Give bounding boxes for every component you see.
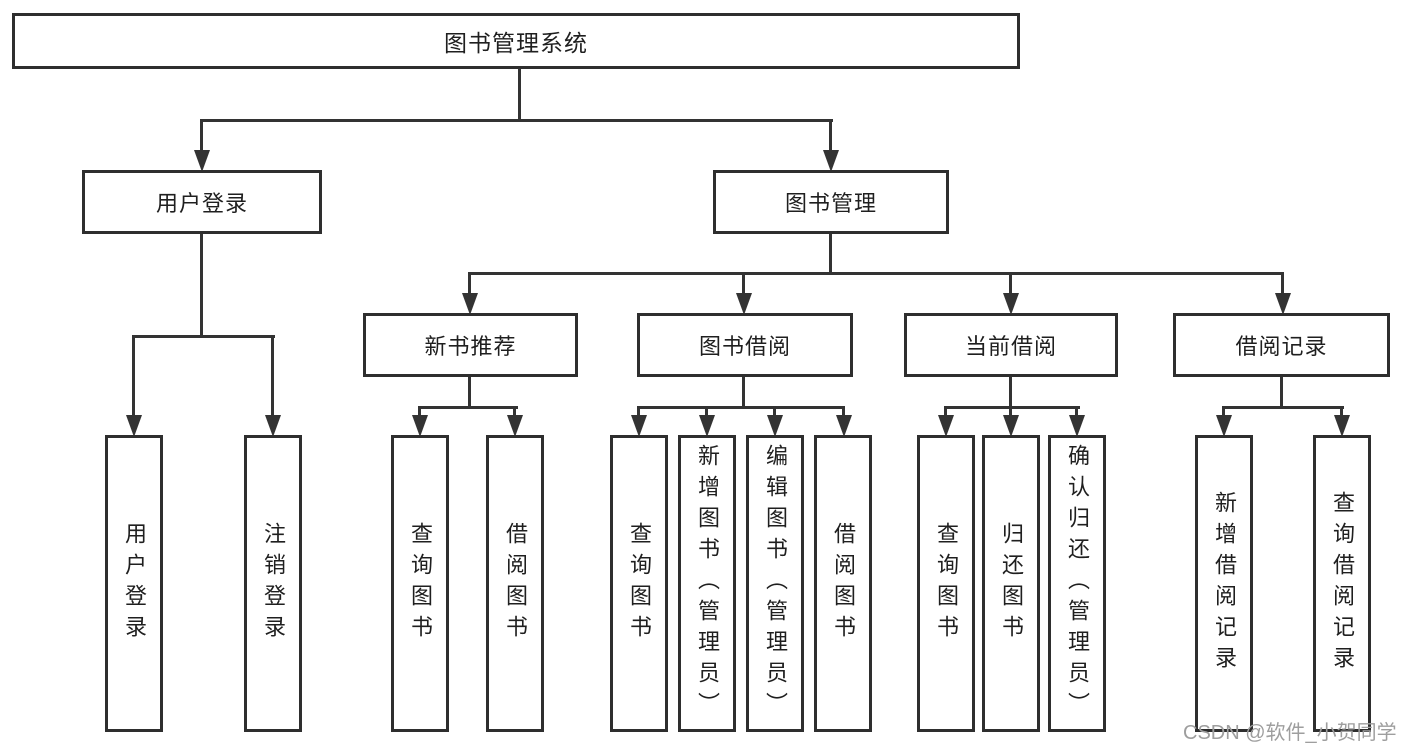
arrowhead-bb-add [699,415,715,437]
leaf-nbr-borrow-books: 借阅图书 [486,435,544,732]
node-library-management-system: 图书管理系统 [12,13,1020,69]
leaf-label: 查询借阅记录 [1330,490,1355,677]
node-label: 图书管理系统 [444,30,588,56]
leaf-label: 用户登录 [122,521,147,646]
connector-book-borrow-rail [637,406,845,409]
leaf-label: 查询图书 [408,521,433,646]
leaf-label: 新增图书（管理员） [695,444,720,723]
connector-arrow-bb-query [637,406,640,416]
arrowhead-nbr-query [412,415,428,437]
connector-arrow-bb-borrow [842,406,845,416]
leaf-bb-query-books: 查询图书 [610,435,668,732]
node-user-login: 用户登录 [82,170,322,234]
connector-arrow-bb-add [705,406,708,416]
connector-root-rail [200,119,833,122]
arrowhead-user-login [194,150,210,172]
arrowhead-bb-edit [767,415,783,437]
leaf-label: 查询图书 [934,521,959,646]
connector-arrow-nbr-borrow [513,406,516,416]
leaf-bb-edit-books-admin: 编辑图书（管理员） [746,435,804,732]
connector-arrow-cb-confirm [1075,406,1078,416]
connector-arrow-leaf-logout [271,335,274,416]
connector-new-book-recommend-stem [468,377,471,407]
connector-arrow-br-query [1340,406,1343,416]
leaf-cb-query-books: 查询图书 [917,435,975,732]
connector-arrow-book-borrow [742,272,745,294]
connector-book-borrow-stem [742,377,745,407]
arrowhead-br-query [1334,415,1350,437]
connector-arrow-leaf-user-login [132,335,135,416]
node-label: 图书管理 [784,191,877,216]
arrowhead-bb-borrow [836,415,852,437]
leaf-user-login: 用户登录 [105,435,163,732]
node-book-management: 图书管理 [713,170,949,234]
leaf-label: 注销登录 [261,521,286,646]
connector-arrow-user-login [200,119,203,152]
node-new-book-recommend: 新书推荐 [363,313,578,377]
connector-arrow-bb-edit [773,406,776,416]
node-label: 当前借阅 [964,334,1057,359]
arrowhead-nbr-borrow [507,415,523,437]
node-label: 借阅记录 [1235,334,1328,359]
leaf-cb-confirm-return-admin: 确认归还（管理员） [1048,435,1106,732]
connector-borrow-records-stem [1280,377,1283,407]
arrowhead-book-borrow [736,293,752,315]
leaf-br-add-record: 新增借阅记录 [1195,435,1253,732]
node-current-borrow: 当前借阅 [904,313,1118,377]
leaf-label: 借阅图书 [831,521,856,646]
node-label: 新书推荐 [424,334,517,359]
connector-arrow-br-add [1222,406,1225,416]
leaf-br-query-record: 查询借阅记录 [1313,435,1371,732]
arrowhead-cb-return [1003,415,1019,437]
leaf-label: 新增借阅记录 [1212,490,1237,677]
connector-arrow-nbr-query [418,406,421,416]
leaf-nbr-query-books: 查询图书 [391,435,449,732]
connector-arrow-borrow-records [1281,272,1284,294]
connector-borrow-records-rail [1222,406,1344,409]
connector-arrow-cb-return [1009,406,1012,416]
arrowhead-borrow-records [1275,293,1291,315]
arrowhead-leaf-user-login [126,415,142,437]
arrowhead-cb-confirm [1069,415,1085,437]
connector-root-stem [518,68,521,119]
connector-current-borrow-stem [1009,377,1012,407]
arrowhead-leaf-logout [265,415,281,437]
arrowhead-br-add [1216,415,1232,437]
arrowhead-bb-query [631,415,647,437]
leaf-cb-return-books: 归还图书 [982,435,1040,732]
node-label: 用户登录 [155,191,248,216]
leaf-label: 归还图书 [999,521,1024,646]
connector-arrow-current-borrow [1009,272,1012,294]
connector-arrow-book-management [829,119,832,152]
arrowhead-current-borrow [1003,293,1019,315]
arrowhead-book-management [823,150,839,172]
leaf-label: 借阅图书 [503,521,528,646]
leaf-bb-borrow-books: 借阅图书 [814,435,872,732]
node-borrow-records: 借阅记录 [1173,313,1390,377]
connector-arrow-cb-query [944,406,947,416]
connector-arrow-new-book-recommend [468,272,471,294]
watermark-csdn: CSDN @软件_小贺同学 [1183,722,1397,744]
leaf-label: 编辑图书（管理员） [763,444,788,723]
node-book-borrow: 图书借阅 [637,313,853,377]
connector-current-borrow-rail [944,406,1080,409]
leaf-bb-add-books-admin: 新增图书（管理员） [678,435,736,732]
connector-user-login-stem [200,234,203,336]
connector-user-login-rail [132,335,275,338]
leaf-label: 查询图书 [627,521,652,646]
leaf-logout: 注销登录 [244,435,302,732]
connector-new-book-recommend-rail [418,406,518,409]
leaf-label: 确认归还（管理员） [1065,444,1090,723]
arrowhead-cb-query [938,415,954,437]
connector-book-management-stem [829,234,832,274]
connector-book-management-rail [468,272,1284,275]
node-label: 图书借阅 [698,334,791,359]
arrowhead-new-book-recommend [462,293,478,315]
